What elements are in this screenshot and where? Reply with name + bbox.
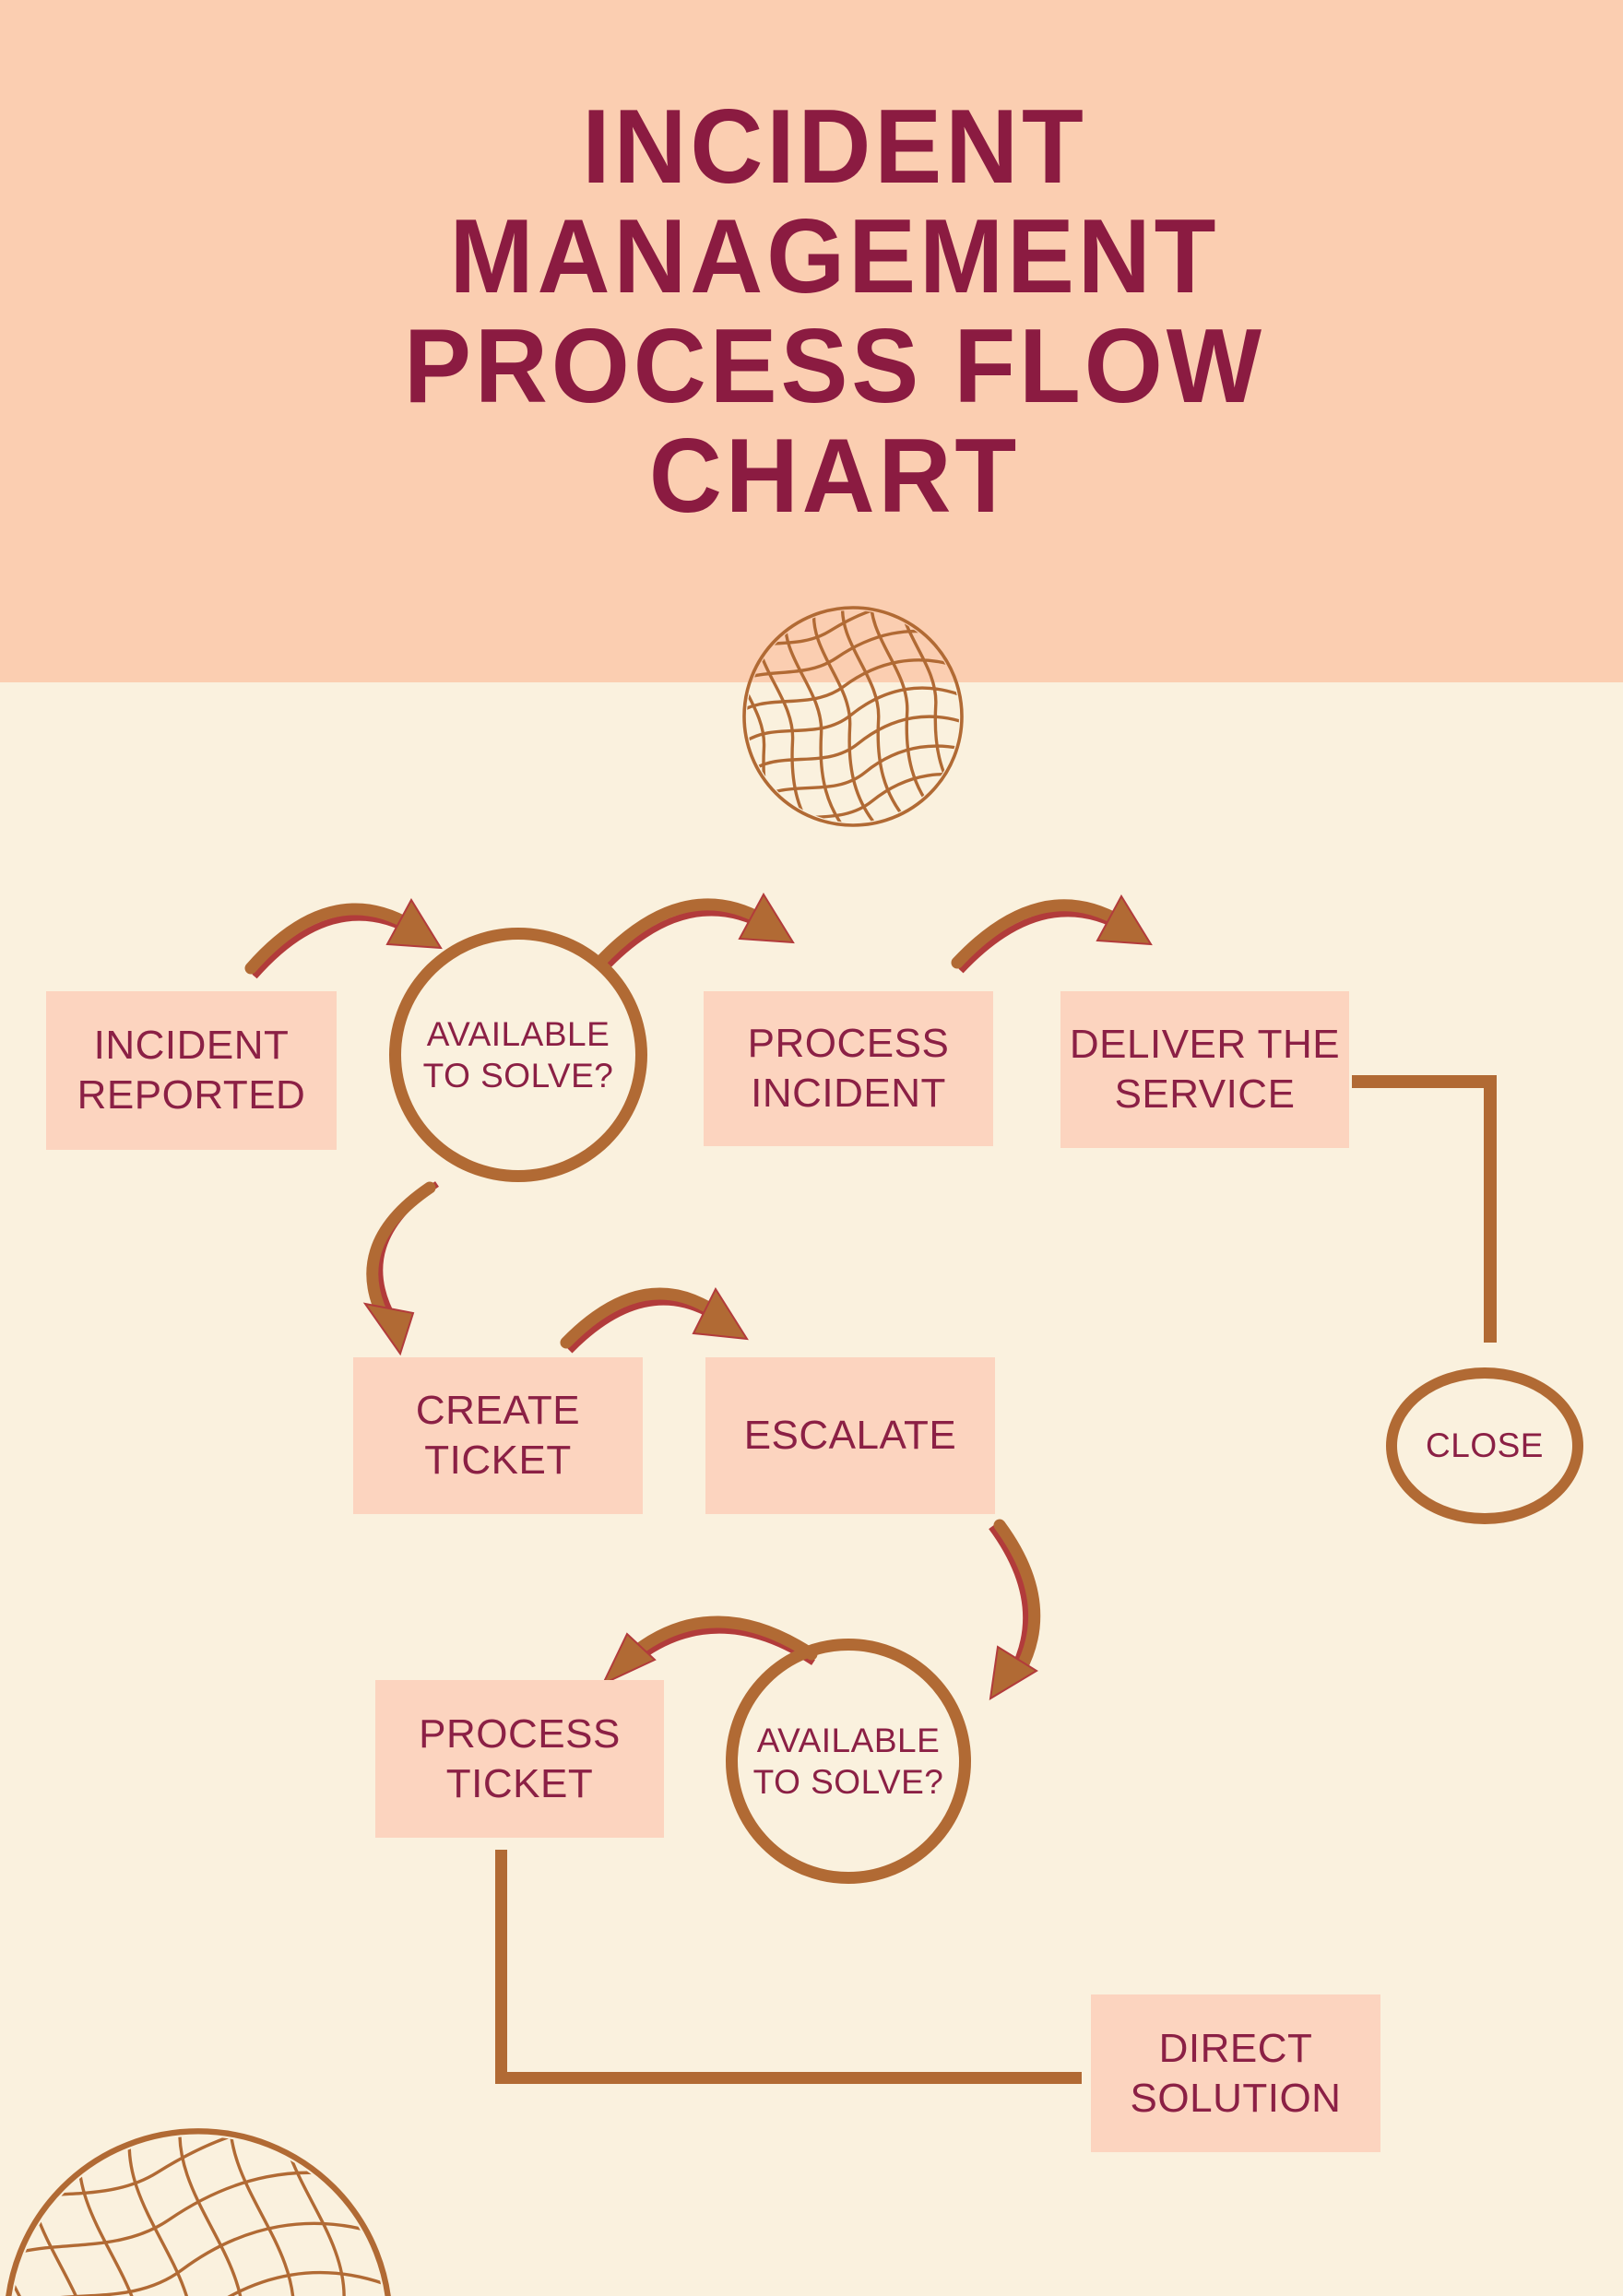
arrow-escalate-to-available2 xyxy=(989,1519,1041,1700)
node-available-to-solve-2: AVAILABLE TO SOLVE? xyxy=(726,1639,971,1884)
arrow-incident-to-available1 xyxy=(244,898,443,979)
node-incident-reported: INCIDENT REPORTED xyxy=(46,991,337,1150)
node-create-ticket: CREATE TICKET xyxy=(353,1357,643,1514)
poster-title: INCIDENT MANAGEMENT PROCESS FLOW CHART xyxy=(404,89,1265,535)
arrow-available2-to-process-ticket xyxy=(600,1615,818,1686)
connector-process-ticket-to-direct-solution xyxy=(495,1850,1082,2084)
node-close-label: CLOSE xyxy=(1426,1426,1544,1465)
arrow-available1-to-process-incident xyxy=(593,893,795,974)
node-available-to-solve-2-label: AVAILABLE TO SOLVE? xyxy=(752,1721,944,1801)
globe-bottom-icon xyxy=(0,2077,445,2296)
node-direct-solution-label: DIRECT SOLUTION xyxy=(1130,2025,1342,2121)
arrow-create-ticket-to-escalate xyxy=(560,1286,749,1354)
node-close: CLOSE xyxy=(1386,1367,1583,1524)
node-process-ticket-label: PROCESS TICKET xyxy=(419,1710,621,1806)
header-band xyxy=(0,0,1623,682)
connector-deliver-to-close xyxy=(1352,1075,1497,1343)
node-escalate-label: ESCALATE xyxy=(743,1413,957,1459)
node-available-to-solve-1-label: AVAILABLE TO SOLVE? xyxy=(422,1014,614,1095)
node-incident-reported-label: INCIDENT REPORTED xyxy=(77,1023,306,1118)
node-deliver-the-service: DELIVER THE SERVICE xyxy=(1060,991,1349,1148)
arrow-available1-to-create-ticket xyxy=(362,1181,439,1356)
node-process-ticket: PROCESS TICKET xyxy=(375,1680,664,1838)
arrow-process-incident-to-deliver xyxy=(951,894,1153,974)
node-process-incident-label: PROCESS INCIDENT xyxy=(747,1021,950,1116)
node-direct-solution: DIRECT SOLUTION xyxy=(1091,1994,1380,2152)
node-deliver-the-service-label: DELIVER THE SERVICE xyxy=(1069,1022,1341,1117)
node-process-incident: PROCESS INCIDENT xyxy=(704,991,993,1146)
node-create-ticket-label: CREATE TICKET xyxy=(415,1388,581,1483)
globe-top-icon xyxy=(713,576,993,856)
node-escalate: ESCALATE xyxy=(705,1357,995,1514)
node-available-to-solve-1: AVAILABLE TO SOLVE? xyxy=(389,928,647,1182)
